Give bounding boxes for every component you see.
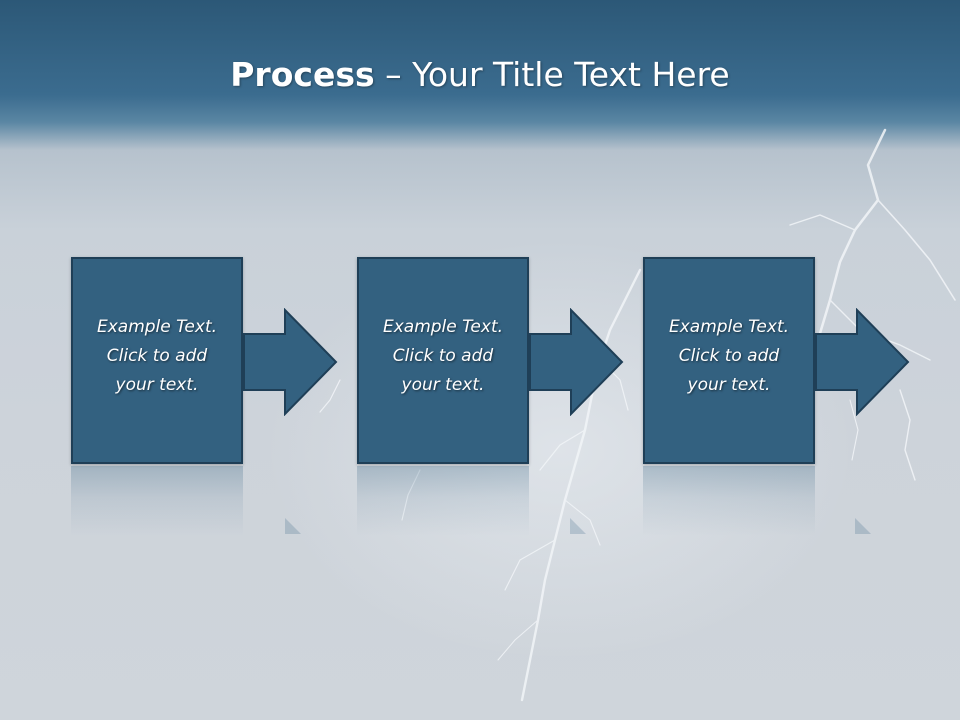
- process-step-3: Example Text. Click to add your text.: [643, 257, 815, 464]
- step-3-line-1: Example Text.: [668, 317, 790, 337]
- process-arrow-3: [815, 308, 910, 416]
- title-strong: Process: [230, 55, 375, 94]
- step-1-line-1: Example Text.: [96, 317, 218, 337]
- step-2-line-1: Example Text.: [382, 317, 504, 337]
- step-1-text: Example Text. Click to add your text.: [73, 313, 241, 400]
- arrow-1-reflection: [285, 518, 301, 534]
- process-step-2: Example Text. Click to add your text.: [357, 257, 529, 464]
- process-step-1: Example Text. Click to add your text.: [71, 257, 243, 464]
- title-rest: – Your Title Text Here: [374, 55, 730, 94]
- step-1-line-2: Click to add: [106, 346, 208, 366]
- step-2-line-3: your text.: [401, 375, 485, 395]
- process-arrow-1: [243, 308, 338, 416]
- step-3-text: Example Text. Click to add your text.: [645, 313, 813, 400]
- process-arrow-2: [529, 308, 624, 416]
- step-2-reflection: [357, 466, 529, 536]
- step-1-line-3: your text.: [115, 375, 199, 395]
- step-2-line-2: Click to add: [392, 346, 494, 366]
- step-3-line-3: your text.: [687, 375, 771, 395]
- step-3-reflection: [643, 466, 815, 536]
- slide-title: Process – Your Title Text Here: [0, 50, 960, 100]
- step-3-line-2: Click to add: [678, 346, 780, 366]
- arrow-2-reflection: [570, 518, 586, 534]
- step-2-text: Example Text. Click to add your text.: [359, 313, 527, 400]
- arrow-3-reflection: [855, 518, 871, 534]
- step-1-reflection: [71, 466, 243, 536]
